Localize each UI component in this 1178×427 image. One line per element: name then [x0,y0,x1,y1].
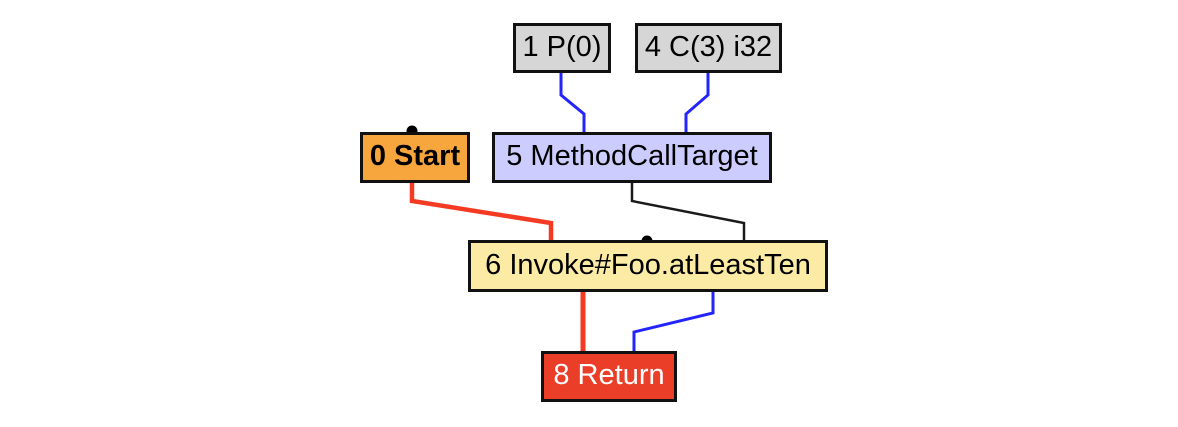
node-start[interactable]: 0 Start [360,132,470,183]
edge-invoke-to-return-data [632,290,715,353]
node-start-label: 0 Start [369,140,461,172]
edge-start-to-invoke [409,181,554,242]
node-methodcalltarget[interactable]: 5 MethodCallTarget [492,132,772,183]
node-invoke-label: 6 Invoke#Foo.atLeastTen [485,248,811,281]
node-return[interactable]: 8 Return [541,351,677,402]
node-parameter-p0-label: 1 P(0) [522,30,602,63]
node-methodcalltarget-label: 5 MethodCallTarget [506,140,758,172]
node-invoke[interactable]: 6 Invoke#Foo.atLeastTen [468,240,828,292]
edge-methodcalltarget-to-invoke [630,181,746,242]
node-constant-c3[interactable]: 4 C(3) i32 [635,23,782,73]
node-parameter-p0[interactable]: 1 P(0) [513,23,611,73]
node-constant-c3-label: 4 C(3) i32 [644,30,773,63]
edge-p0-to-methodcalltarget [559,71,586,134]
edge-c3-to-methodcalltarget [684,71,710,134]
node-return-label: 8 Return [553,359,665,391]
